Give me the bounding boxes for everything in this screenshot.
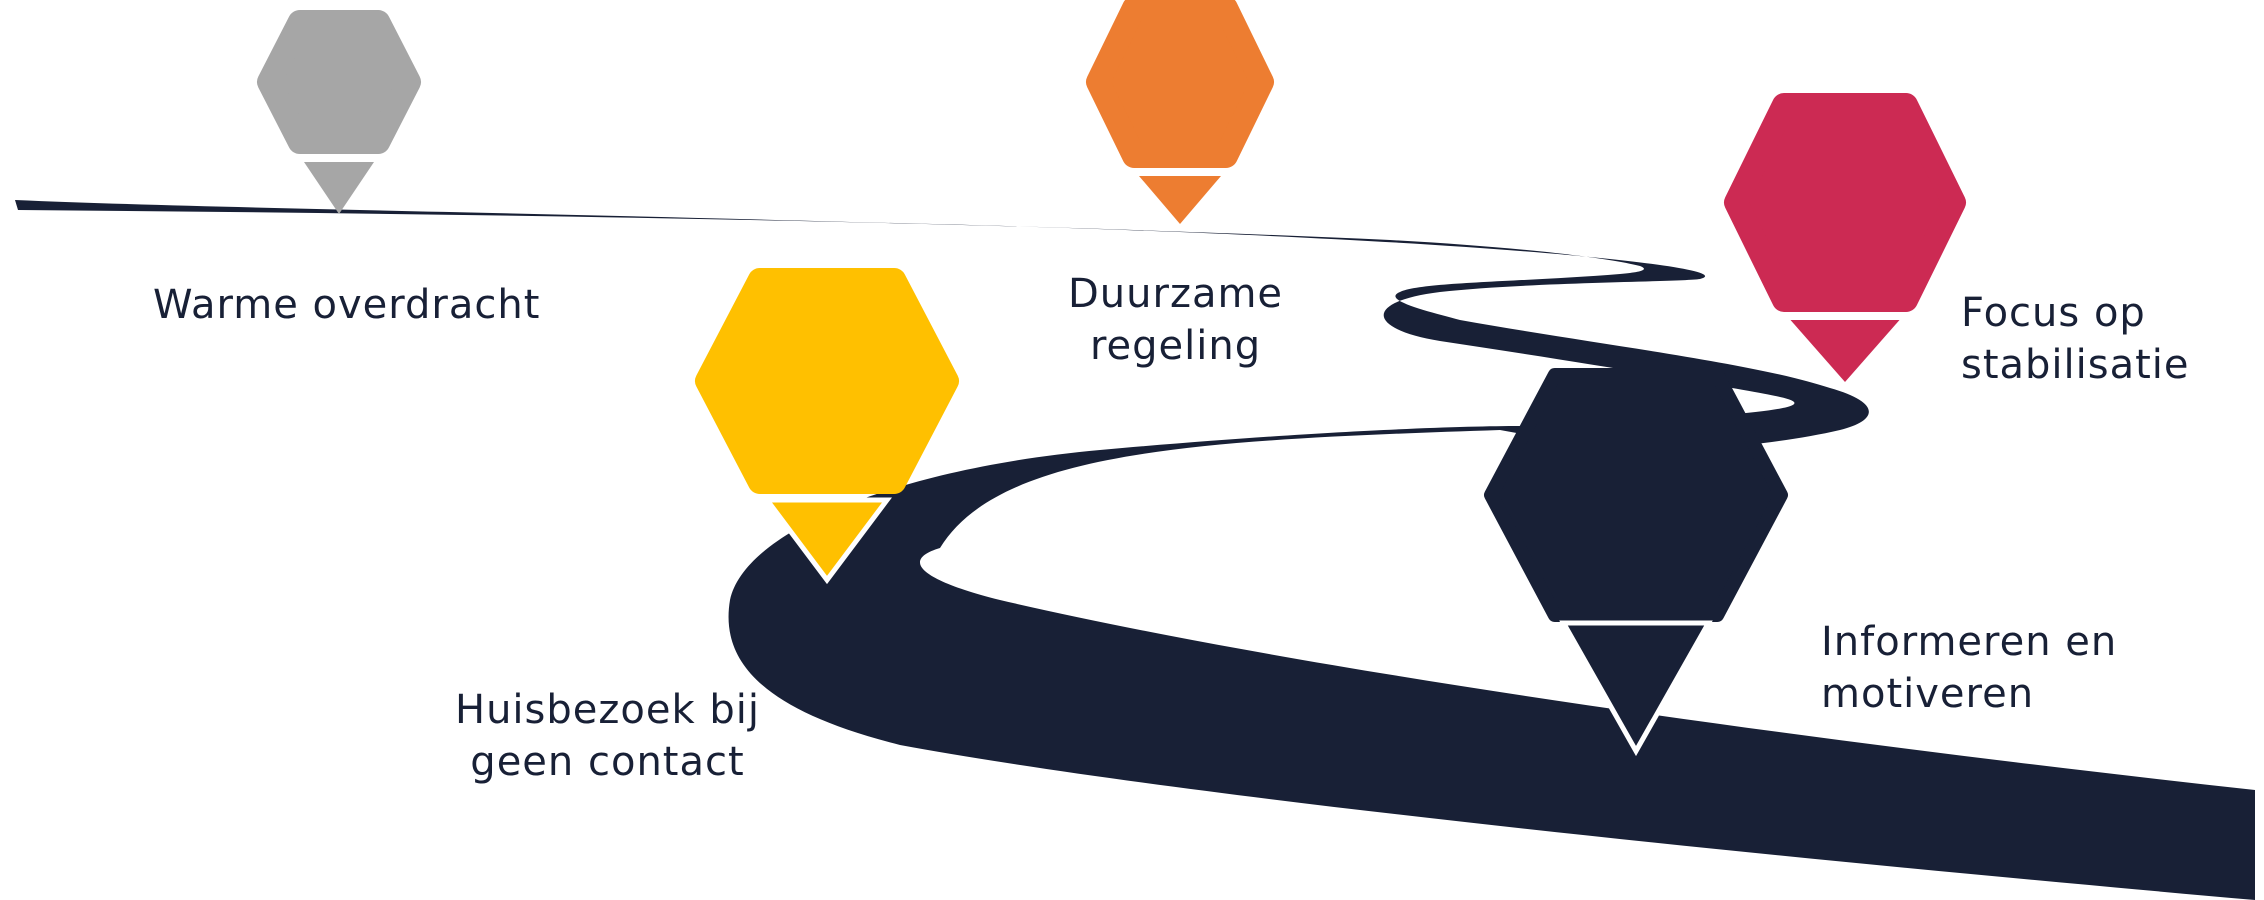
pin-marker-icon [1724, 93, 1966, 382]
milestone-label-informeren-en-motiveren: Informeren en motiveren [1821, 616, 2117, 720]
pin-marker-icon [257, 10, 421, 214]
label-line: regeling [1089, 323, 1262, 369]
label-line: Duurzame [1068, 271, 1284, 317]
milestone-label-warme-overdracht: Warme overdracht [153, 279, 540, 331]
pin-head-fill [1484, 368, 1788, 622]
pin-tip [762, 497, 892, 585]
pin-tip [304, 162, 374, 214]
label-line: Warme overdracht [153, 282, 541, 328]
pin-head [1724, 93, 1966, 312]
milestone-label-duurzame-regeling: Duurzame regeling [1068, 268, 1283, 372]
label-line: Informeren en [1821, 619, 2118, 665]
pin-tip [1790, 320, 1900, 382]
pin-tip [1559, 620, 1713, 757]
pin-head [695, 268, 959, 494]
milestone-label-huisbezoek-bij-geen-contact: Huisbezoek bij geen contact [455, 684, 760, 788]
pin-head [1086, 0, 1274, 168]
pin-marker-icon [1484, 368, 1788, 757]
milestone-label-focus-op-stabilisatie: Focus op stabilisatie [1961, 287, 2190, 391]
label-line: motiveren [1821, 671, 2035, 717]
label-line: stabilisatie [1961, 342, 2190, 388]
pin-marker-icon [695, 268, 959, 585]
pin-head [257, 10, 421, 154]
pin-tip [1139, 176, 1221, 224]
label-line: Huisbezoek bij [455, 687, 760, 733]
label-line: geen contact [470, 739, 745, 785]
pin-marker-icon [1086, 0, 1274, 224]
label-line: Focus op [1961, 290, 2146, 336]
